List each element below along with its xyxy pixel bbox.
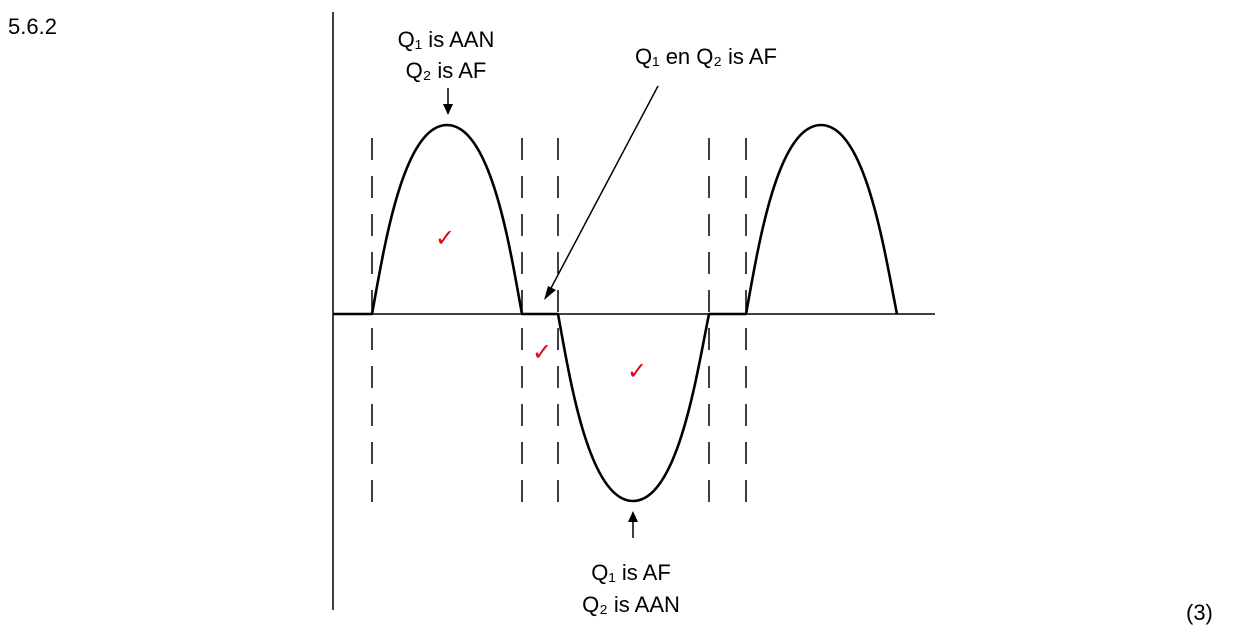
question-number: 5.6.2 [8,14,57,39]
waveform-curve [333,123,899,503]
marks-allocation: (3) [1186,600,1213,625]
label-top-line1: Q₁ is AAN [398,27,495,52]
dashed-guides [371,138,747,505]
arrow-top [443,88,453,115]
check-mark-icon: ✓ [532,338,552,366]
check-mark-icon: ✓ [435,224,455,252]
label-top-line2: Q₂ is AF [406,58,487,83]
label-middle: Q₁ en Q₂ is AF [635,44,777,69]
check-mark-icon: ✓ [627,357,647,385]
arrow-bottom [628,511,638,538]
label-bottom-line2: Q₂ is AAN [582,592,680,617]
label-bottom-line1: Q₁ is AF [591,560,671,585]
arrow-middle [544,85,659,300]
